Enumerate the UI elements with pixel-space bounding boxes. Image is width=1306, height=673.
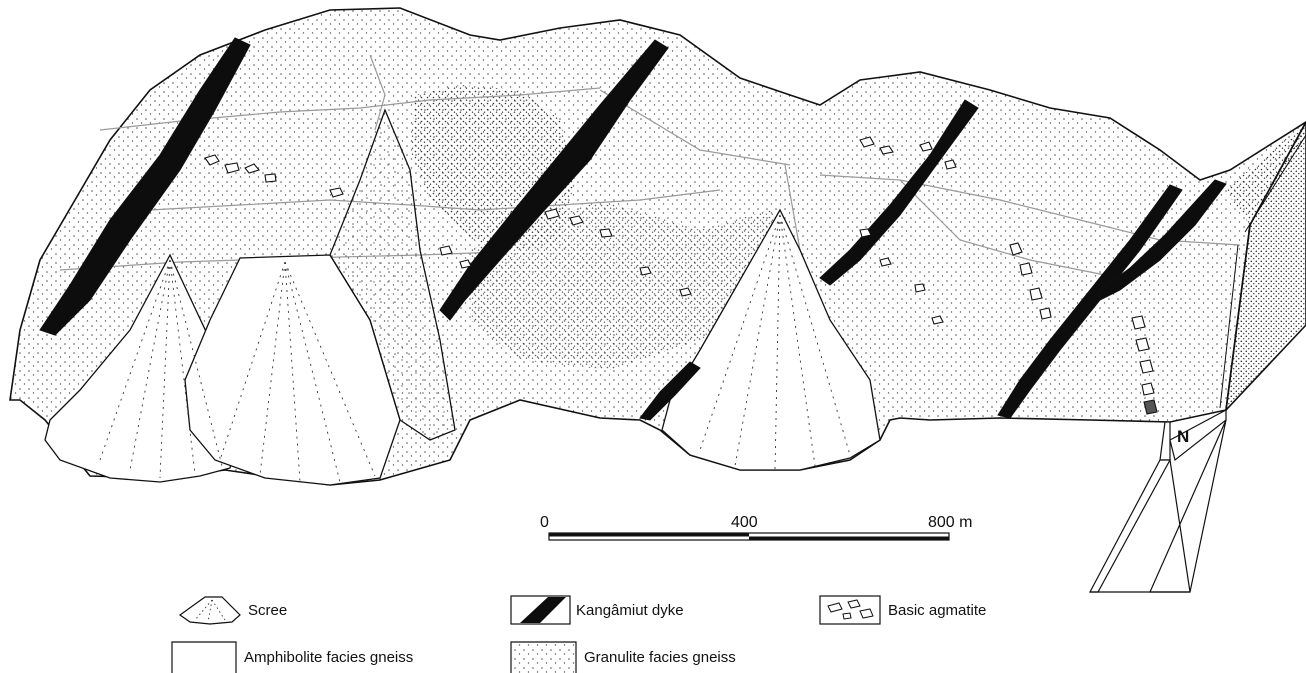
legend-label-dyke: Kangâmiut dyke — [576, 602, 684, 619]
legend: Scree Kangâmiut dyke Basic agmatite Amph… — [172, 596, 986, 673]
north-label: N — [1177, 427, 1189, 446]
legend-label-scree: Scree — [248, 602, 287, 619]
scale-tick-0: 0 — [540, 514, 549, 531]
north-arrow — [1090, 410, 1226, 592]
legend-label-agmatite: Basic agmatite — [888, 602, 986, 619]
agmatite-legend-box — [820, 596, 880, 624]
amphibolite-legend-box — [172, 642, 236, 673]
legend-label-granulite: Granulite facies gneiss — [584, 649, 736, 666]
scale-tick-400: 400 — [731, 514, 758, 531]
legend-label-amphibolite: Amphibolite facies gneiss — [244, 649, 413, 666]
scale-bar: 0 400 800 m — [540, 514, 972, 540]
scree-legend-icon — [180, 597, 240, 624]
granulite-legend-box — [511, 642, 576, 673]
scale-tick-800: 800 m — [928, 514, 972, 531]
